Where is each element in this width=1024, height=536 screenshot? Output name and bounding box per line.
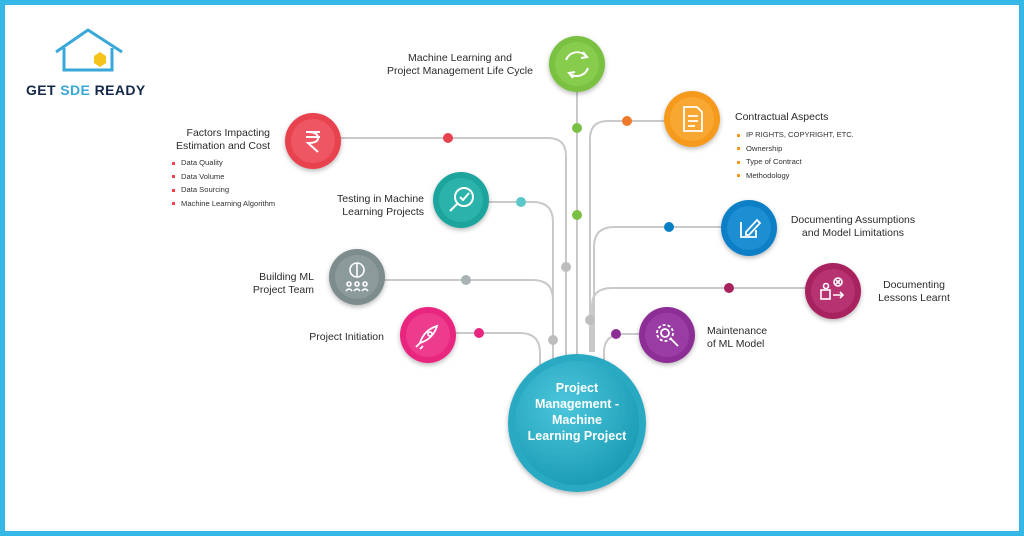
node-contractual <box>664 91 720 147</box>
connector-dot-center-2 <box>548 335 558 345</box>
cycle-arrows-icon <box>565 51 589 79</box>
connector-dot-maintenance <box>611 329 621 339</box>
rocket-icon <box>415 324 439 350</box>
list-item: Data Sourcing <box>172 183 275 197</box>
document-icon <box>683 106 703 132</box>
node-testing <box>433 172 489 228</box>
line-assumptions <box>593 226 724 352</box>
node-lessons <box>805 263 861 319</box>
lessons-icon <box>820 277 845 300</box>
factors-bullet-list: Data Quality Data Volume Data Sourcing M… <box>172 156 275 210</box>
list-item: IP RIGHTS, COPYRIGHT, ETC. <box>737 128 854 142</box>
center-title: Project Management - Machine Learning Pr… <box>527 381 627 443</box>
connector-dot-testing <box>516 197 526 207</box>
label-contractual: Contractual Aspects <box>735 111 829 123</box>
line-initiation <box>456 332 541 372</box>
line-team <box>384 279 554 372</box>
edit-note-icon <box>740 218 762 238</box>
line-maintenance <box>603 333 640 360</box>
connector-dot-lifecycle-2 <box>572 210 582 220</box>
connector-dot-lessons <box>724 283 734 293</box>
label-initiation: Project Initiation <box>309 331 384 343</box>
gear-tools-icon <box>656 324 679 347</box>
brand-logo-text: GET SDE READY <box>26 82 146 98</box>
connector-dot-lifecycle-1 <box>572 123 582 133</box>
line-testing <box>488 201 554 372</box>
list-item: Data Quality <box>172 156 275 170</box>
line-contractual <box>589 120 664 352</box>
list-item: Data Volume <box>172 170 275 184</box>
connector-dot-team <box>461 275 471 285</box>
list-item: Machine Learning Algorithm <box>172 197 275 211</box>
line-factors <box>340 137 567 372</box>
connector-dot-assumptions <box>664 222 674 232</box>
connector-dot-factors <box>443 133 453 143</box>
node-factors <box>285 113 341 169</box>
team-brain-icon <box>345 262 369 292</box>
rupee-icon <box>305 131 320 153</box>
contractual-bullet-list: IP RIGHTS, COPYRIGHT, ETC. Ownership Typ… <box>737 128 854 182</box>
connector-dot-center-1 <box>561 262 571 272</box>
connector-dot-contractual <box>622 116 632 126</box>
node-maintenance <box>639 307 695 363</box>
list-item: Ownership <box>737 142 854 156</box>
connector-dot-center-3 <box>585 315 595 325</box>
list-item: Type of Contract <box>737 155 854 169</box>
magnifier-check-icon <box>449 187 474 212</box>
list-item: Methodology <box>737 169 854 183</box>
node-lifecycle <box>549 36 605 92</box>
logo-house-icon <box>55 28 123 72</box>
center-node <box>508 354 646 492</box>
connector-dot-initiation <box>474 328 484 338</box>
line-lessons <box>591 287 806 352</box>
